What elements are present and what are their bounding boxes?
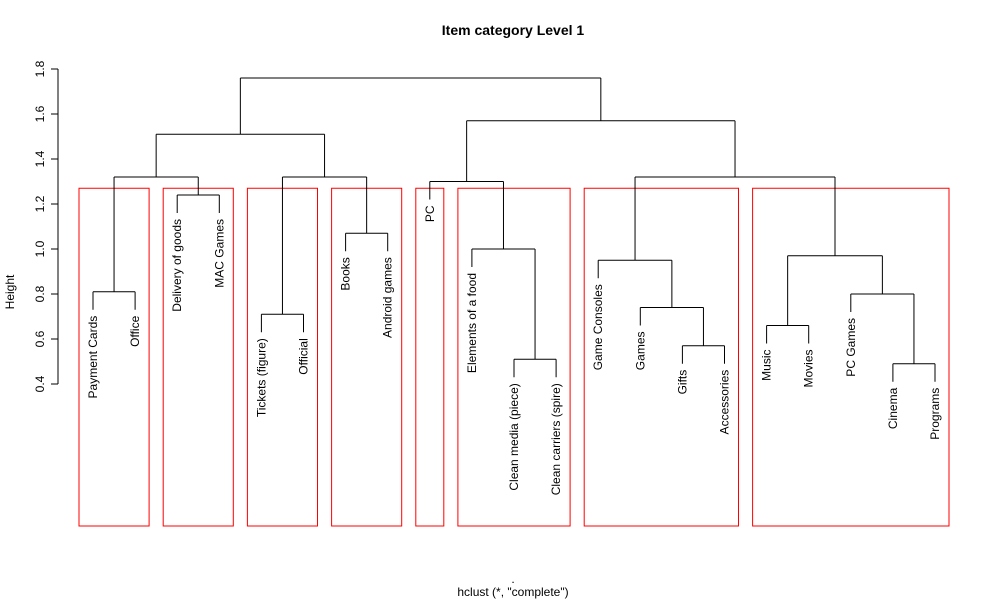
leaf-label-delivery-of-goods: Delivery of goods — [170, 219, 184, 312]
y-tick-label-3: 1.0 — [33, 240, 47, 257]
y-axis-label: Height — [3, 274, 17, 309]
leaf-label-clean-media-piece: Clean media (piece) — [507, 383, 521, 490]
leaf-label-office: Office — [128, 315, 142, 346]
y-tick-label-7: 1.8 — [33, 60, 47, 77]
leaf-label-books: Books — [339, 257, 353, 290]
leaf-label-game-consoles: Game Consoles — [591, 284, 605, 370]
y-tick-label-5: 1.4 — [33, 150, 47, 167]
chart-title: Item category Level 1 — [442, 22, 585, 38]
cluster-box-6 — [457, 187, 571, 527]
leaf-label-gifts: Gifts — [675, 370, 689, 395]
chart-subtitle: hclust (*, "complete") — [457, 585, 568, 599]
leaf-label-programs: Programs — [928, 388, 942, 440]
cluster-box-5 — [415, 187, 445, 527]
y-tick-label-6: 1.6 — [33, 105, 47, 122]
y-tick-label-4: 1.2 — [33, 195, 47, 212]
leaf-label-movies: Movies — [802, 350, 816, 388]
leaf-label-clean-carriers-spire: Clean carriers (spire) — [549, 383, 563, 495]
leaf-label-payment-cards: Payment Cards — [86, 316, 100, 399]
leaf-label-mac-games: MAC Games — [212, 219, 226, 288]
cluster-box-8 — [752, 187, 950, 527]
cluster-box-7 — [583, 187, 740, 527]
leaf-label-android-games: Android games — [381, 257, 395, 338]
y-tick-label-2: 0.8 — [33, 285, 47, 302]
x-axis-label: . — [511, 572, 514, 586]
y-tick-label-1: 0.6 — [33, 330, 47, 347]
y-tick-label-0: 0.4 — [33, 375, 47, 392]
leaf-label-official: Official — [297, 338, 311, 374]
leaf-labels: Payment Cards Office Delivery of goods MAC … — [86, 205, 942, 495]
leaf-label-games: Games — [633, 332, 647, 371]
leaf-label-cinema: Cinema — [886, 387, 900, 429]
leaf-label-music: Music — [760, 350, 774, 381]
leaf-label-accessories: Accessories — [718, 370, 732, 435]
cluster-box-4 — [331, 187, 403, 527]
leaf-label-tickets-figure: Tickets (figure) — [254, 338, 268, 417]
y-axis: 0.4 0.6 0.8 1.0 1.2 1.4 1.6 1.8 — [33, 60, 59, 392]
leaf-label-elements-of-a-food: Elements of a food — [465, 273, 479, 373]
leaf-label-pc: PC — [423, 205, 437, 222]
leaf-label-pc-games: PC Games — [844, 318, 858, 377]
dendrogram-branches — [92, 77, 936, 382]
